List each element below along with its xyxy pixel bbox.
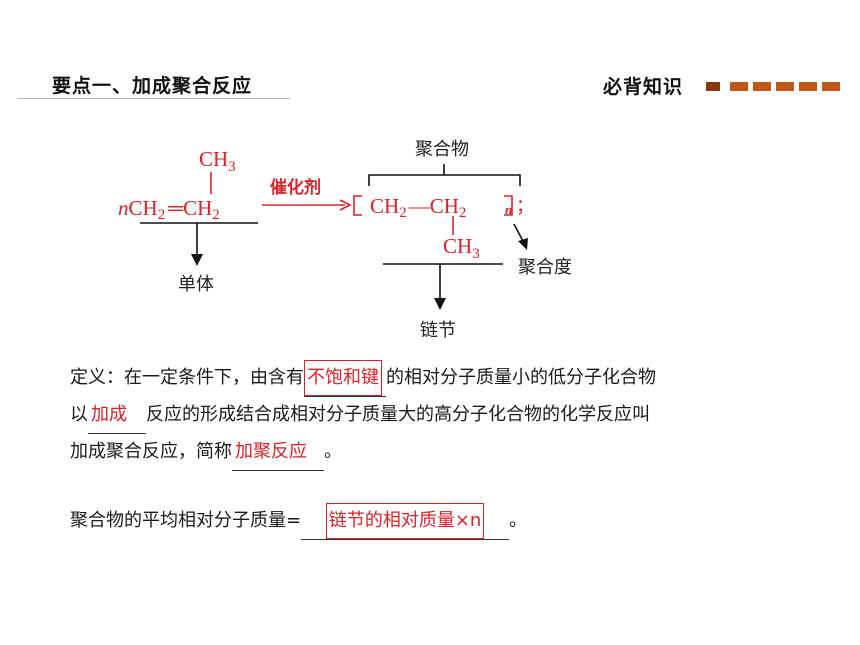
definition-line-1: 定义：在一定条件下，由含有不饱和键的相对分子质量小的低分子化合物	[70, 360, 656, 397]
polymer-semicolon: ；	[516, 196, 534, 216]
polymer-close-bracket	[504, 195, 513, 216]
definition-line2-prefix: 以	[70, 404, 88, 425]
definition-line3-end: 。	[324, 441, 342, 462]
definition-mid: 的相对分子质量小的低分子化合物	[386, 367, 656, 388]
monomer-label: 单体	[178, 274, 214, 295]
section-title: 要点一、加成聚合反应	[52, 75, 253, 97]
blank-addition-polymerization: 加聚反应	[232, 434, 324, 471]
accent-bar-4	[776, 82, 794, 91]
definition-prefix: 定义：在一定条件下，由含有	[70, 367, 304, 388]
monomer-formula: nCH2═CH2	[118, 196, 220, 223]
title-underline	[18, 98, 290, 99]
polymer-n: n	[505, 202, 512, 217]
polymerization-diagram: CH3 nCH2═CH2 单体 催化剂 聚合物 CH2—CH2 n ； CH3 …	[118, 139, 572, 341]
answer-addition-polymerization: 加聚反应	[235, 441, 307, 462]
degree-label: 聚合度	[518, 257, 572, 278]
chain-unit-label: 链节	[420, 320, 456, 341]
polymer-methyl: CH3	[443, 234, 480, 262]
monomer-methyl: CH3	[199, 147, 236, 175]
formula-line: 聚合物的平均相对分子质量= 链节的相对质量×n 。	[70, 503, 527, 540]
answer-formula: 链节的相对质量×n	[325, 503, 485, 539]
answer-addition: 加成	[91, 404, 127, 425]
reaction-arrow-head	[339, 199, 352, 211]
catalyst-label: 催化剂	[270, 177, 321, 198]
accent-bar-3	[753, 82, 771, 91]
accent-bar-5	[799, 82, 817, 91]
accent-bar-2	[730, 82, 748, 91]
polymer-formula: CH2—CH2	[370, 194, 466, 221]
blank-addition: 加成	[88, 397, 146, 434]
blank-unsaturated-bond: 不饱和键	[304, 360, 386, 397]
blank-formula: 链节的相对质量×n	[301, 503, 510, 540]
accent-bar-1	[706, 82, 720, 91]
definition-line-2: 以加成反应的形成结合成相对分子质量大的高分子化合物的化学反应叫	[70, 397, 650, 434]
definition-line-3: 加成聚合反应，简称加聚反应。	[70, 434, 342, 471]
badge-label: 必背知识	[603, 76, 684, 98]
chain-unit-arrow-head	[434, 298, 446, 310]
degree-arrow-head	[518, 238, 528, 250]
polymer-bracket	[368, 174, 521, 186]
formula-prefix: 聚合物的平均相对分子质量=	[70, 510, 302, 531]
definition-line2-rest: 反应的形成结合成相对分子质量大的高分子化合物的化学反应叫	[146, 404, 650, 425]
accent-bar-6	[822, 82, 840, 91]
polymer-label: 聚合物	[415, 139, 469, 160]
formula-end: 。	[509, 510, 528, 531]
monomer-arrow-head	[191, 254, 203, 266]
polymer-open-bracket	[353, 195, 362, 216]
answer-unsaturated-bond: 不饱和键	[304, 360, 382, 396]
definition-line3-prefix: 加成聚合反应，简称	[70, 441, 232, 462]
